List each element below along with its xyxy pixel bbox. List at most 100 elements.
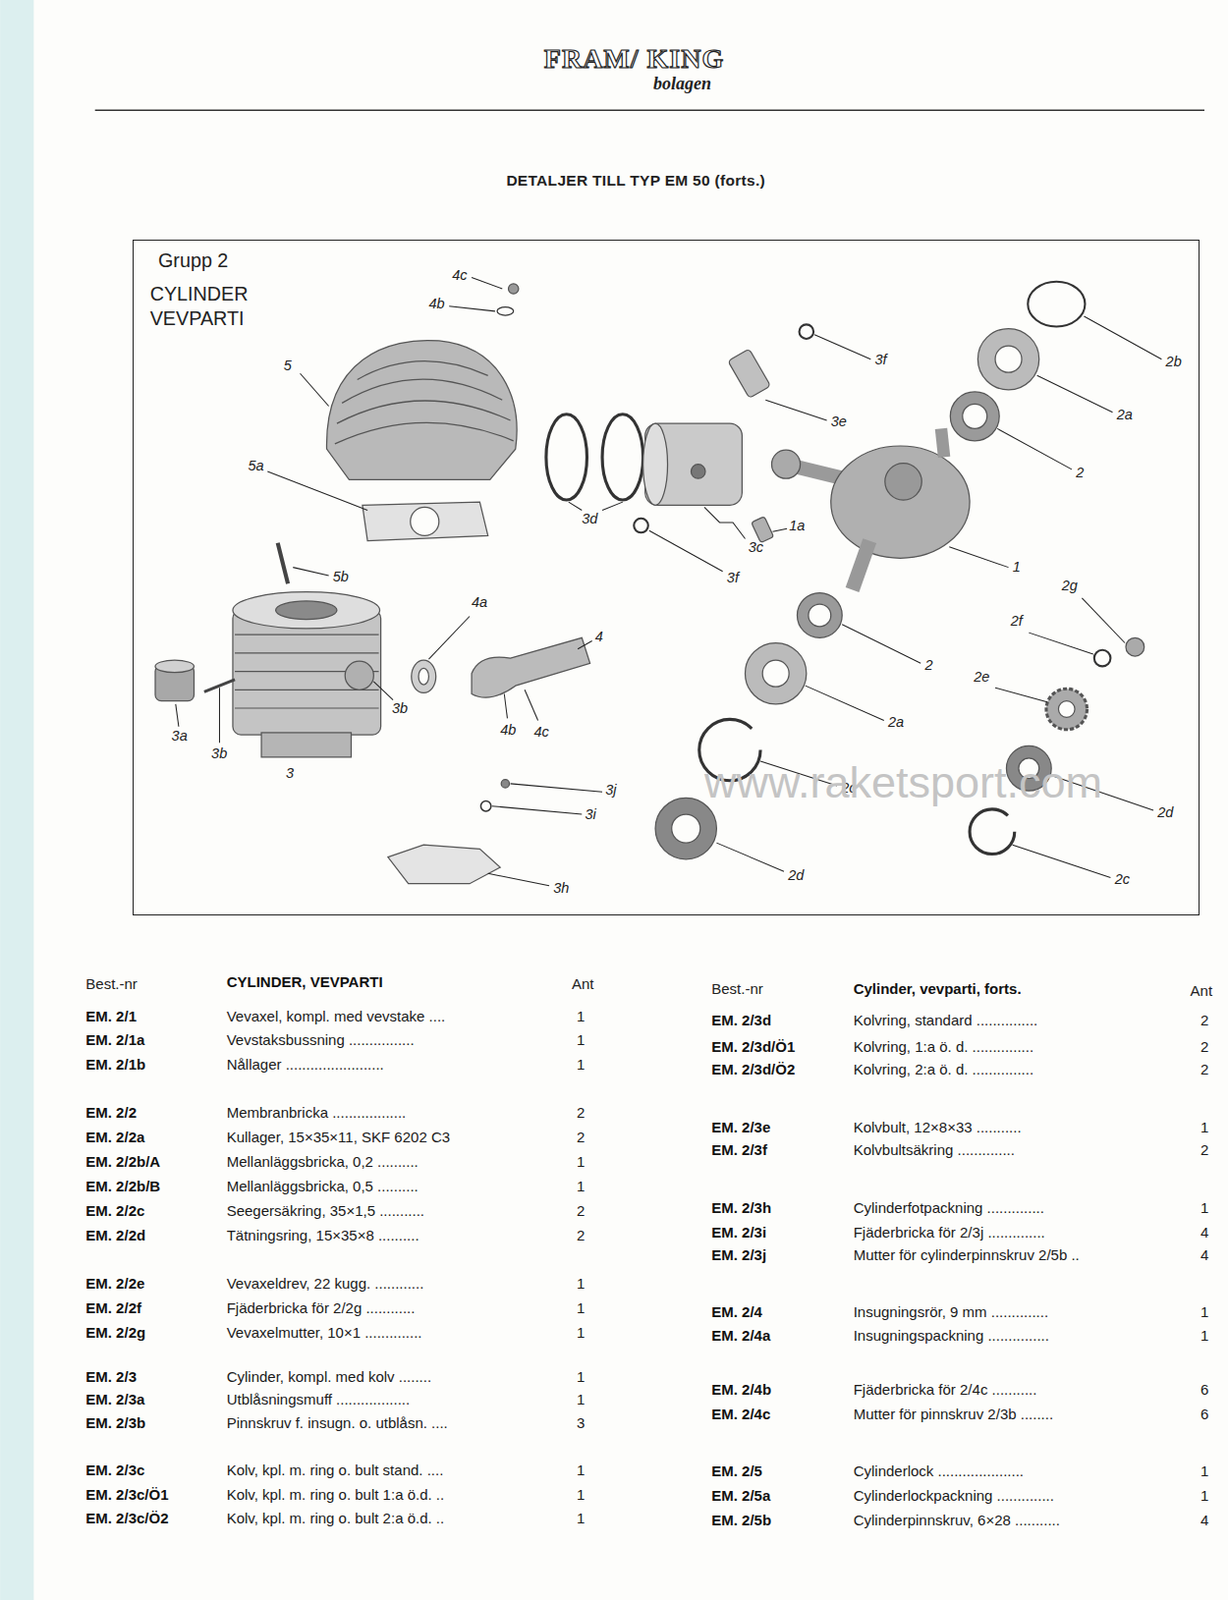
callout-number: 3f: [726, 569, 739, 587]
callout-number: 3b: [211, 745, 227, 763]
quantity: 4: [1200, 1246, 1209, 1264]
leader-line: [267, 471, 368, 510]
part-description: Kolv, kpl. m. ring o. bult stand. ....: [226, 1461, 445, 1479]
part-description: Vevstaksbussning ................: [226, 1031, 415, 1049]
quantity: 2: [576, 1202, 585, 1220]
quantity: 6: [1200, 1405, 1209, 1423]
quantity: 2: [576, 1227, 585, 1244]
part-description: Cylinderfotpackning ..............: [853, 1199, 1045, 1217]
brand-logo: FRAM/ KING: [544, 43, 725, 75]
leader-line: [1012, 844, 1112, 878]
part-number: EM. 2/3i: [711, 1224, 767, 1241]
callout-number: 2a: [1116, 406, 1133, 424]
crank-web: [831, 446, 970, 559]
callout-number: 4b: [500, 722, 516, 739]
cylinder-bore: [276, 601, 337, 620]
leader-line: [568, 502, 623, 510]
bearing-bore: [762, 660, 789, 687]
leader-line: [471, 278, 503, 289]
callout-number: 4a: [471, 594, 488, 612]
leader-line: [577, 640, 593, 649]
leader-line: [503, 693, 507, 719]
header-rule: [95, 109, 1205, 112]
leader-line: [524, 689, 539, 721]
cylinder-head: [326, 340, 517, 481]
nut: [501, 780, 509, 788]
part-number: EM. 2/2a: [85, 1128, 145, 1146]
leader-line: [1083, 316, 1162, 360]
callout-number: 3c: [748, 539, 764, 557]
piston-pin: [727, 348, 771, 398]
quantity: 2: [576, 1104, 585, 1121]
callout-number: 1a: [788, 517, 805, 535]
leader-line: [814, 334, 871, 360]
leader-line: [373, 681, 393, 701]
quantity: 2: [576, 1128, 585, 1146]
circlip: [969, 809, 1015, 855]
part-number: EM. 2/3b: [85, 1414, 146, 1432]
quantity: 1: [1200, 1487, 1209, 1505]
callout-number: 3h: [553, 880, 569, 897]
piston-crown: [643, 423, 669, 505]
crank-shaft: [852, 541, 871, 591]
part-description: Cylinderpinnskruv, 6×28 ...........: [853, 1511, 1061, 1529]
seal-bore: [671, 814, 701, 843]
callout-number: 3e: [831, 413, 847, 431]
callout-number: 5: [283, 357, 292, 375]
quantity: 1: [576, 1007, 585, 1025]
piston-ring: [602, 414, 644, 501]
part-description: Mellanläggsbricka, 0,2 ..........: [226, 1153, 419, 1171]
part-number: EM. 2/1: [85, 1007, 137, 1025]
callout-number: 3i: [584, 806, 596, 824]
cooling-fin: [341, 379, 503, 403]
quantity: 1: [576, 1391, 585, 1408]
quantity: 1: [576, 1509, 585, 1527]
piston-ring: [546, 414, 588, 501]
base-gasket: [388, 844, 501, 884]
part-description: Fjäderbricka för 2/3j ..............: [853, 1224, 1046, 1241]
part-description: Vevaxel, kompl. med vevstake ....: [226, 1007, 447, 1025]
callout-number: 5a: [247, 457, 264, 475]
leader-line: [1081, 598, 1125, 644]
leader-line: [219, 687, 221, 743]
part-number: EM. 2/2d: [85, 1227, 146, 1244]
table-heading: CYLINDER, VEVPARTI: [226, 973, 384, 991]
part-description: Utblåsningsmuff ..................: [226, 1391, 410, 1408]
table-heading: Cylinder, vevparti, forts.: [853, 980, 1022, 998]
spring-washer: [480, 801, 491, 812]
part-number: EM. 2/5a: [711, 1487, 771, 1505]
callout-number: 2g: [1061, 577, 1078, 595]
leader-line: [175, 704, 179, 727]
callout-number: 3a: [171, 727, 188, 745]
quantity: 1: [576, 1324, 585, 1341]
part-description: Kolv, kpl. m. ring o. bult 1:a ö.d. ..: [226, 1486, 446, 1504]
leader-line: [805, 685, 885, 721]
part-number: EM. 2/5: [711, 1462, 763, 1480]
part-description: Mutter för pinnskruv 2/3b ........: [853, 1405, 1054, 1423]
quantity: 2: [1200, 1038, 1209, 1056]
quantity: 1: [576, 1177, 585, 1195]
leader-line: [995, 687, 1048, 703]
callout-number: 2c: [1115, 871, 1130, 889]
quantity: 1: [576, 1056, 585, 1073]
crank-shaft: [941, 428, 945, 457]
pin-hole: [690, 464, 706, 480]
part-description: Kolvbult, 12×8×33 ...........: [853, 1118, 1022, 1136]
spring-washer: [497, 307, 514, 316]
part-description: Mutter för cylinderpinnskruv 2/5b ..: [853, 1246, 1080, 1264]
part-description: Kullager, 15×35×11, SKF 6202 C3: [226, 1128, 450, 1146]
leader-line: [300, 373, 330, 406]
leader-line: [448, 306, 496, 312]
shim: [1027, 281, 1085, 328]
leader-line: [1037, 375, 1114, 412]
leader-line: [997, 428, 1072, 470]
leader-line: [1028, 632, 1093, 655]
head-gasket: [362, 502, 489, 541]
quantity: 1: [1200, 1118, 1209, 1136]
callout-number: 2: [1075, 464, 1084, 482]
gear-bore: [1058, 701, 1075, 719]
exhaust-muff-top: [155, 660, 194, 672]
membrane-washer: [796, 593, 842, 639]
part-description: Kolvring, standard ...............: [853, 1011, 1039, 1029]
washer-hole: [962, 403, 988, 429]
